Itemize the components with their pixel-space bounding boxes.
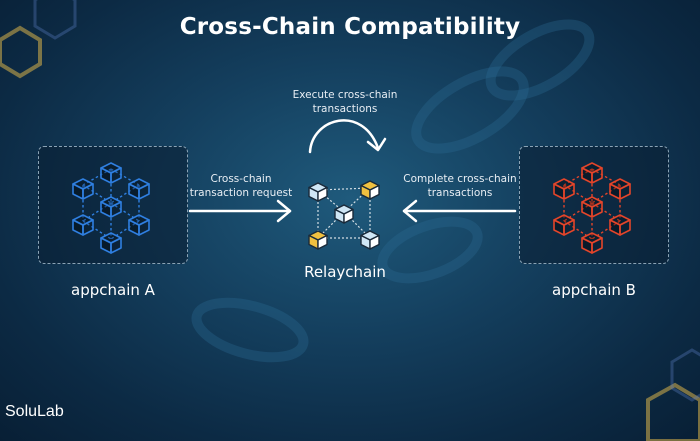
- arrow-b-to-relay: [402, 199, 517, 223]
- edge-label-a-to-relay: Cross-chain transaction request: [189, 173, 293, 199]
- cube-icon: [308, 230, 328, 250]
- brand-logo-text: SoluLab: [5, 403, 64, 420]
- arrow-a-to-relay: [188, 199, 292, 223]
- cube-icon: [581, 232, 603, 254]
- cube-icon: [100, 196, 122, 218]
- cube-icon: [100, 162, 122, 184]
- cube-icon: [128, 214, 150, 236]
- appchain-a-label: appchain A: [71, 281, 155, 299]
- appchain-b-label: appchain B: [552, 281, 636, 299]
- cube-icon: [581, 162, 603, 184]
- cube-icon: [553, 214, 575, 236]
- cube-icon: [360, 230, 380, 250]
- cube-icon: [360, 180, 380, 200]
- cube-icon: [72, 214, 94, 236]
- appchain-b-cube-cluster: [553, 162, 631, 254]
- appchain-b-panel: [519, 146, 669, 264]
- appchain-a-cube-cluster: [72, 162, 150, 254]
- cube-icon: [128, 178, 150, 200]
- relaychain-cube-cluster: [308, 180, 380, 250]
- cube-icon: [100, 232, 122, 254]
- relaychain-label: Relaychain: [304, 263, 386, 281]
- cube-icon: [609, 178, 631, 200]
- cube-icon: [308, 182, 328, 202]
- cube-icon: [72, 178, 94, 200]
- appchain-a-panel: [38, 146, 188, 264]
- page-title: Cross-Chain Compatibility: [179, 14, 521, 40]
- edge-label-b-to-relay: Complete cross-chain transactions: [403, 173, 517, 199]
- cube-icon: [609, 214, 631, 236]
- edge-label-relay-loop: Execute cross-chain transactions: [292, 89, 398, 115]
- cube-icon: [334, 204, 354, 224]
- cube-icon: [553, 178, 575, 200]
- arrow-relay-loop: [308, 119, 387, 154]
- cube-icon: [581, 196, 603, 218]
